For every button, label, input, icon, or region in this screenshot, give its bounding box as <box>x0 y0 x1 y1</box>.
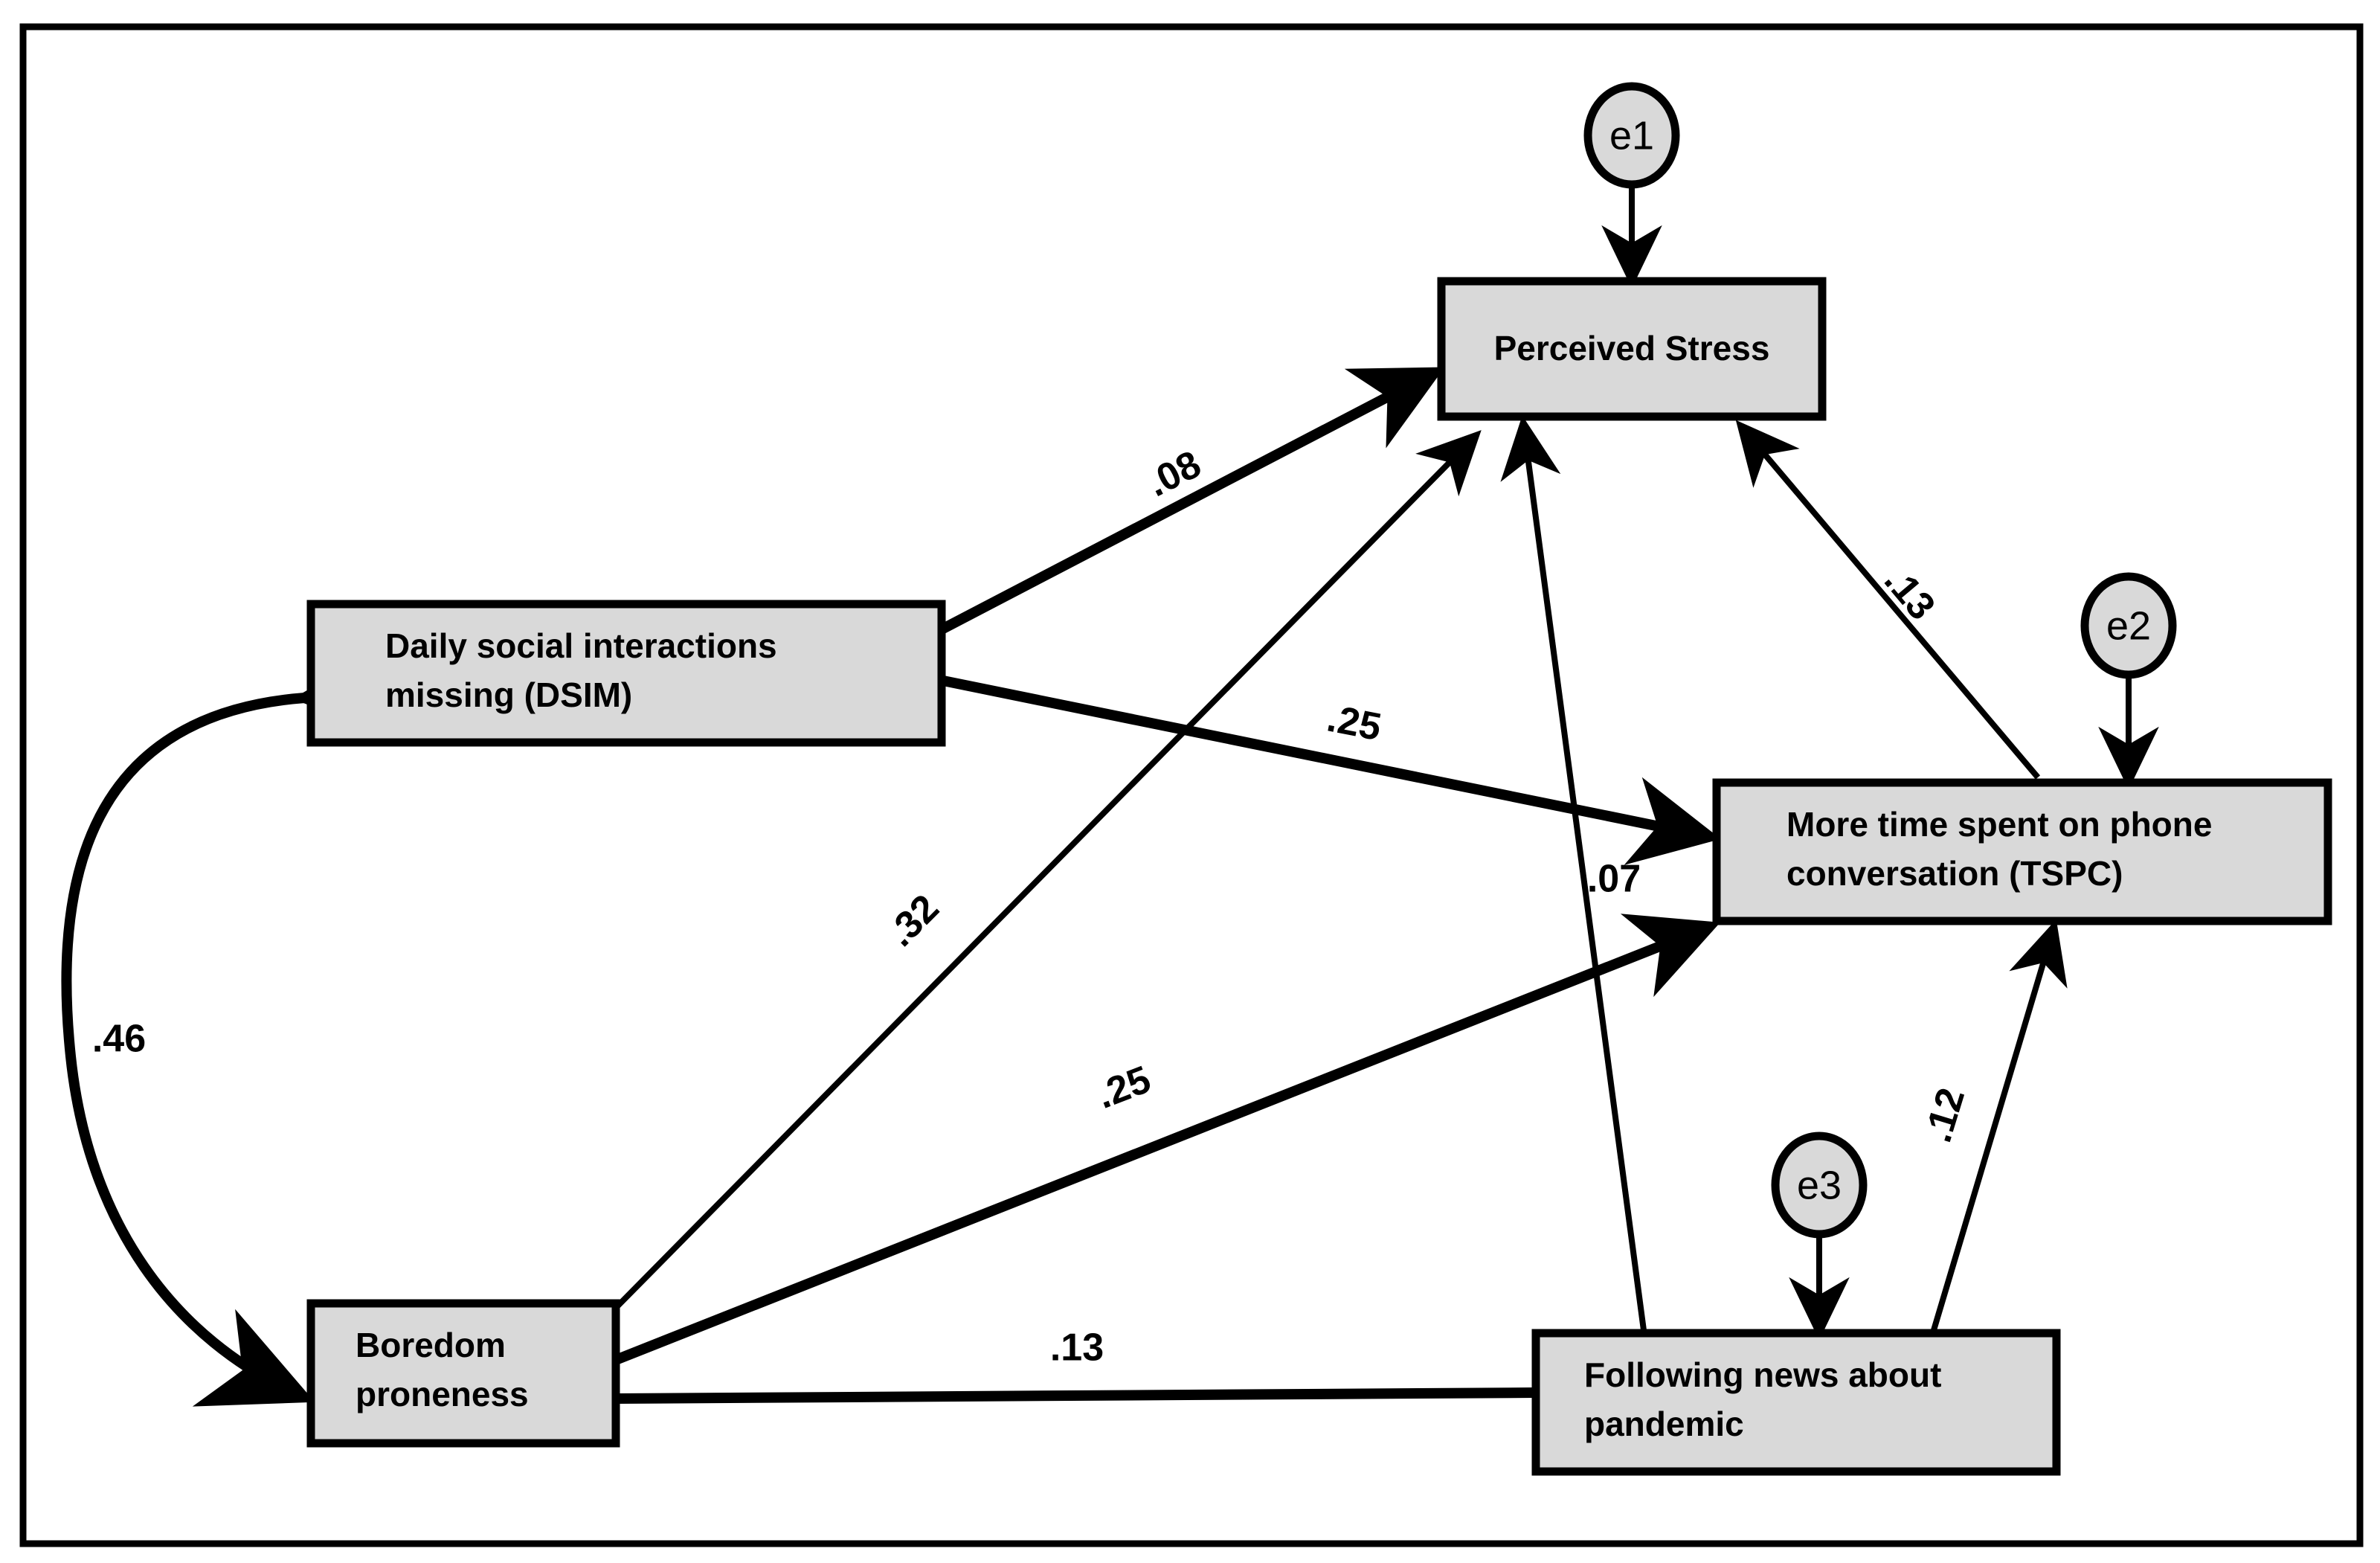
path-dsim-boredom-covariance <box>61 637 407 1407</box>
path-dsim-to-perceived-stress <box>940 367 1445 634</box>
node-label-tspc-line1: More time spent on phone <box>1786 805 2212 844</box>
node-label-news-line2: pandemic <box>1584 1405 1744 1443</box>
node-label-dsim-line1: Daily social interactions <box>385 626 777 665</box>
coef-label-boredom-to-news: .13 <box>1050 1326 1104 1370</box>
path-boredom-to-news <box>615 1387 1534 1404</box>
node-label-news-line1: Following news about <box>1584 1355 1941 1394</box>
path-dsim-to-tspc <box>942 675 1721 865</box>
coef-label-dsim-boredom-covariance: .46 <box>92 1018 146 1061</box>
coef-label-news-to-tspc: .12 <box>1917 1083 1974 1147</box>
node-e2[interactable]: e2 <box>2080 572 2177 679</box>
node-label-boredom-line1: Boredom <box>356 1326 506 1364</box>
node-boredom-proneness[interactable]: Boredom proneness <box>306 1299 620 1448</box>
node-tspc[interactable]: More time spent on phone conversation (T… <box>1712 778 2332 925</box>
path-perceived-stress-to-tspc <box>1735 420 2041 780</box>
figure-border <box>19 23 2364 1547</box>
node-label-perceived-stress: Perceived Stress <box>1494 329 1770 368</box>
node-label-tspc-line2: conversation (TSPC) <box>1786 854 2123 893</box>
node-label-e3: e3 <box>1797 1163 1842 1207</box>
coef-label-dsim-to-tspc: .25 <box>1324 696 1385 749</box>
coef-label-boredom-to-tspc: .25 <box>1091 1058 1157 1117</box>
path-news-to-tspc <box>1931 919 2068 1332</box>
path-boredom-to-perceived-stress <box>614 430 1482 1310</box>
path-news-to-perceived-stress <box>1500 415 1647 1331</box>
node-label-dsim-line2: missing (DSIM) <box>385 675 632 714</box>
node-label-e2: e2 <box>2106 603 2151 648</box>
node-perceived-stress[interactable]: Perceived Stress <box>1437 277 1827 421</box>
node-dsim[interactable]: Daily social interactions missing (DSIM) <box>306 600 946 747</box>
coef-label-perceived-stress-to-tspc: .13 <box>1876 559 1943 629</box>
node-e1[interactable]: e1 <box>1583 82 1680 189</box>
node-label-boredom-line2: proneness <box>356 1375 529 1413</box>
node-e3[interactable]: e3 <box>1771 1132 1868 1239</box>
node-label-e1: e1 <box>1609 113 1654 158</box>
coef-label-boredom-to-perceived-stress: .32 <box>879 887 948 955</box>
node-following-news[interactable]: Following news about pandemic <box>1531 1329 2061 1476</box>
path-boredom-to-tspc <box>614 914 1721 1365</box>
coef-label-news-to-perceived-stress: .07 <box>1587 858 1641 901</box>
